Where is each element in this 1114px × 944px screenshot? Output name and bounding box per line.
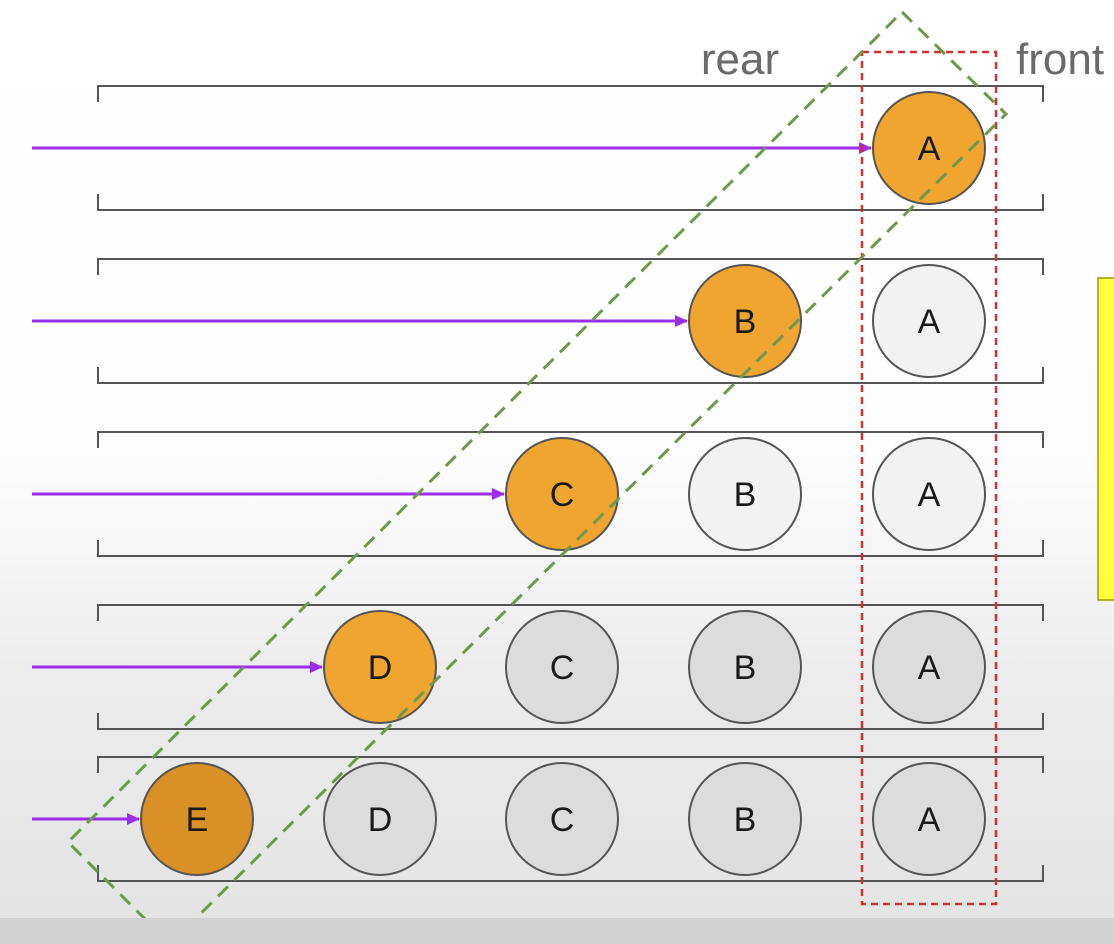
queue-item-new bbox=[688, 264, 802, 378]
queue-bracket-bottom bbox=[97, 540, 1044, 557]
queue-item bbox=[688, 762, 802, 876]
queue-item-label: E bbox=[186, 801, 209, 839]
queue-item bbox=[688, 610, 802, 724]
queue-item-label: A bbox=[918, 801, 941, 839]
queue-bracket-top bbox=[97, 258, 1044, 275]
queue-item bbox=[323, 762, 437, 876]
queue-item-label: B bbox=[734, 801, 757, 839]
queue-bracket-top bbox=[97, 756, 1044, 773]
front-highlight-box bbox=[860, 50, 998, 906]
queue-item-label: A bbox=[918, 649, 941, 687]
side-note-box bbox=[1097, 277, 1114, 601]
queue-item-label: B bbox=[734, 476, 757, 514]
queue-bracket-bottom bbox=[97, 194, 1044, 211]
queue-bracket-bottom bbox=[97, 367, 1044, 384]
new-item-diagonal-box bbox=[65, 9, 1009, 944]
queue-item bbox=[872, 610, 986, 724]
queue-item-label: A bbox=[918, 303, 941, 341]
queue-bracket-bottom bbox=[97, 865, 1044, 882]
queue-item-new bbox=[140, 762, 254, 876]
queue-item-new bbox=[505, 437, 619, 551]
bottom-bar bbox=[0, 918, 1114, 944]
queue-item-new bbox=[323, 610, 437, 724]
rear-label: rear bbox=[701, 35, 779, 84]
queue-bracket-top bbox=[97, 431, 1044, 448]
queue-item-label: C bbox=[550, 649, 575, 687]
queue-item bbox=[505, 762, 619, 876]
queue-item-label: B bbox=[734, 649, 757, 687]
queue-item-label: D bbox=[368, 801, 393, 839]
queue-item bbox=[505, 610, 619, 724]
queue-bracket-top bbox=[97, 85, 1044, 102]
queue-item bbox=[872, 264, 986, 378]
queue-item bbox=[688, 437, 802, 551]
queue-bracket-bottom bbox=[97, 713, 1044, 730]
queue-item-label: B bbox=[734, 303, 757, 341]
queue-item-label: C bbox=[550, 801, 575, 839]
queue-item-label: A bbox=[918, 476, 941, 514]
queue-item-new bbox=[872, 91, 986, 205]
queue-item bbox=[872, 762, 986, 876]
queue-item-label: D bbox=[368, 649, 393, 687]
queue-item bbox=[872, 437, 986, 551]
front-label: front bbox=[1016, 35, 1104, 84]
queue-item-label: A bbox=[918, 130, 941, 168]
queue-item-label: C bbox=[550, 476, 575, 514]
queue-row: A bbox=[32, 85, 1044, 211]
queue-bracket-top bbox=[97, 604, 1044, 621]
